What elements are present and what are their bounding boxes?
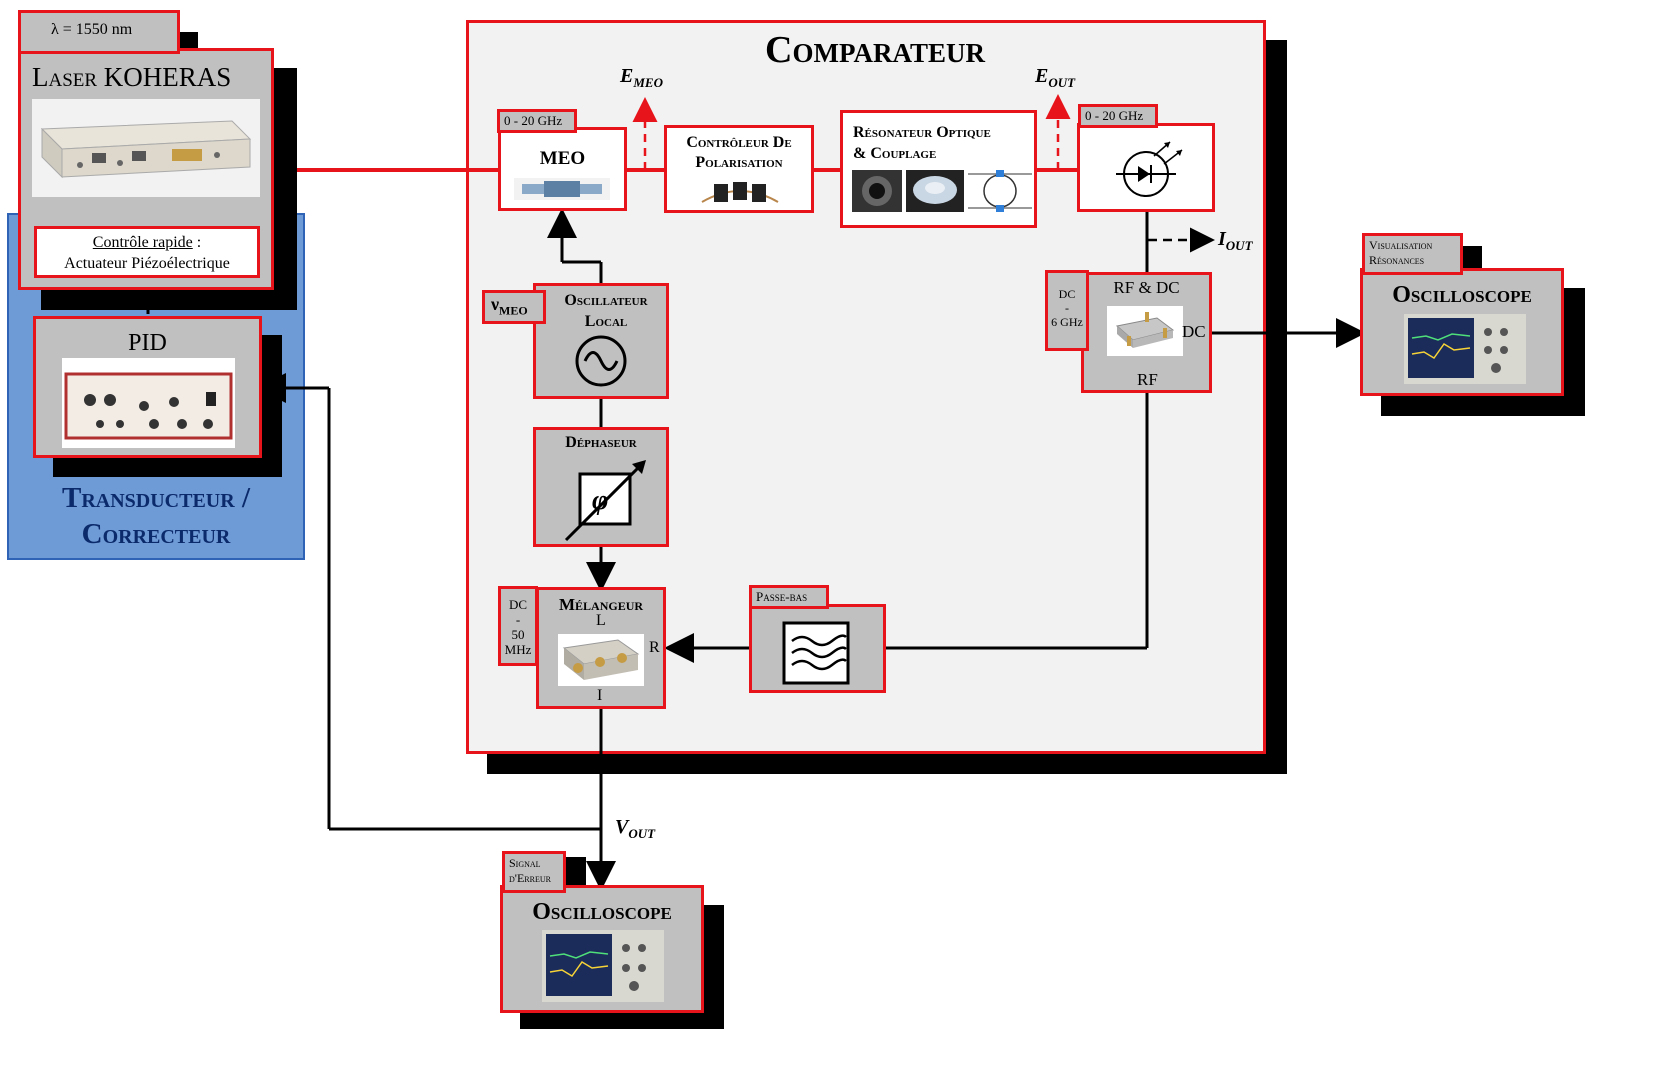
laser-device-image	[32, 99, 260, 197]
resonator-ring-coupling-image	[968, 168, 1032, 214]
fast-control-colon: :	[192, 234, 202, 251]
bias-tee-rf-port: RF	[1137, 370, 1158, 389]
laser-title: Laser KOHERAS	[32, 62, 232, 92]
comparator-title: Comparateur	[765, 29, 985, 71]
lowpass-filter-icon	[782, 621, 850, 685]
bias-tee-device-image	[1107, 306, 1183, 356]
mixer-device-image	[558, 634, 644, 686]
pid-device-image	[62, 358, 235, 448]
oscillator-freq-tag: νMEO	[482, 290, 546, 324]
oscilloscope-resonance-title: Oscilloscope	[1392, 282, 1532, 308]
pid-title: PID	[128, 330, 167, 356]
e-meo-label: EMEO	[620, 65, 663, 90]
sine-source-icon	[575, 335, 627, 387]
meo-range-tag: 0 - 20 GHz	[497, 109, 577, 133]
v-out-label: VOUT	[615, 816, 656, 841]
photodiode-icon	[1116, 141, 1183, 197]
i-out-label: IOUT	[1218, 228, 1253, 253]
resonator-sphere-image	[906, 170, 964, 212]
resonator-disk-image	[852, 170, 902, 212]
lowpass-label: Passe-bas	[756, 589, 808, 604]
detector-range: 0 - 20 GHz	[1085, 108, 1144, 123]
bias-tee-range-tag: DC-6 GHz	[1045, 270, 1089, 351]
oscilloscope-error-image	[542, 930, 664, 1002]
mixer-port-i: I	[597, 687, 603, 704]
resonator-title: Résonateur Optique& Couplage	[853, 124, 991, 162]
transducer-title: Transducteur / Correcteur	[7, 480, 305, 552]
piezo-actuator-label: Actuateur Piézoélectrique	[64, 255, 230, 272]
lowpass-tag: Passe-bas	[749, 585, 829, 609]
wavelength-value: λ = 1550 nm	[51, 21, 133, 38]
transducer-title-line2: Correcteur	[81, 518, 231, 550]
transducer-title-line1: Transducteur /	[62, 482, 250, 514]
wavelength-tag: λ = 1550 nm	[18, 10, 180, 54]
e-out-label: EOUT	[1035, 65, 1076, 90]
phase-shifter-title: Déphaseur	[565, 434, 637, 451]
bias-tee-dc-port: DC	[1182, 322, 1206, 341]
oscilloscope-error-title: Oscilloscope	[532, 899, 672, 925]
meo-device-image	[514, 178, 610, 200]
local-oscillator-box	[533, 283, 669, 399]
fast-control-box: Contrôle rapide : Actuateur Piézoélectri…	[34, 226, 260, 278]
polarization-paddles-image	[700, 180, 780, 206]
fast-control-label: Contrôle rapide	[92, 234, 193, 251]
meo-title: MEO	[539, 148, 586, 169]
meo-range: 0 - 20 GHz	[504, 113, 563, 128]
bias-tee-title: RF & DC	[1113, 278, 1180, 297]
detector-range-tag: 0 - 20 GHz	[1078, 104, 1158, 128]
phase-shifter-icon	[564, 460, 646, 542]
mixer-port-l: L	[596, 612, 606, 629]
mixer-port-r: R	[649, 639, 660, 656]
phase-symbol: φ	[592, 485, 609, 516]
oscilloscope-resonance-image	[1404, 314, 1526, 384]
mixer-title: Mélangeur	[558, 595, 644, 614]
